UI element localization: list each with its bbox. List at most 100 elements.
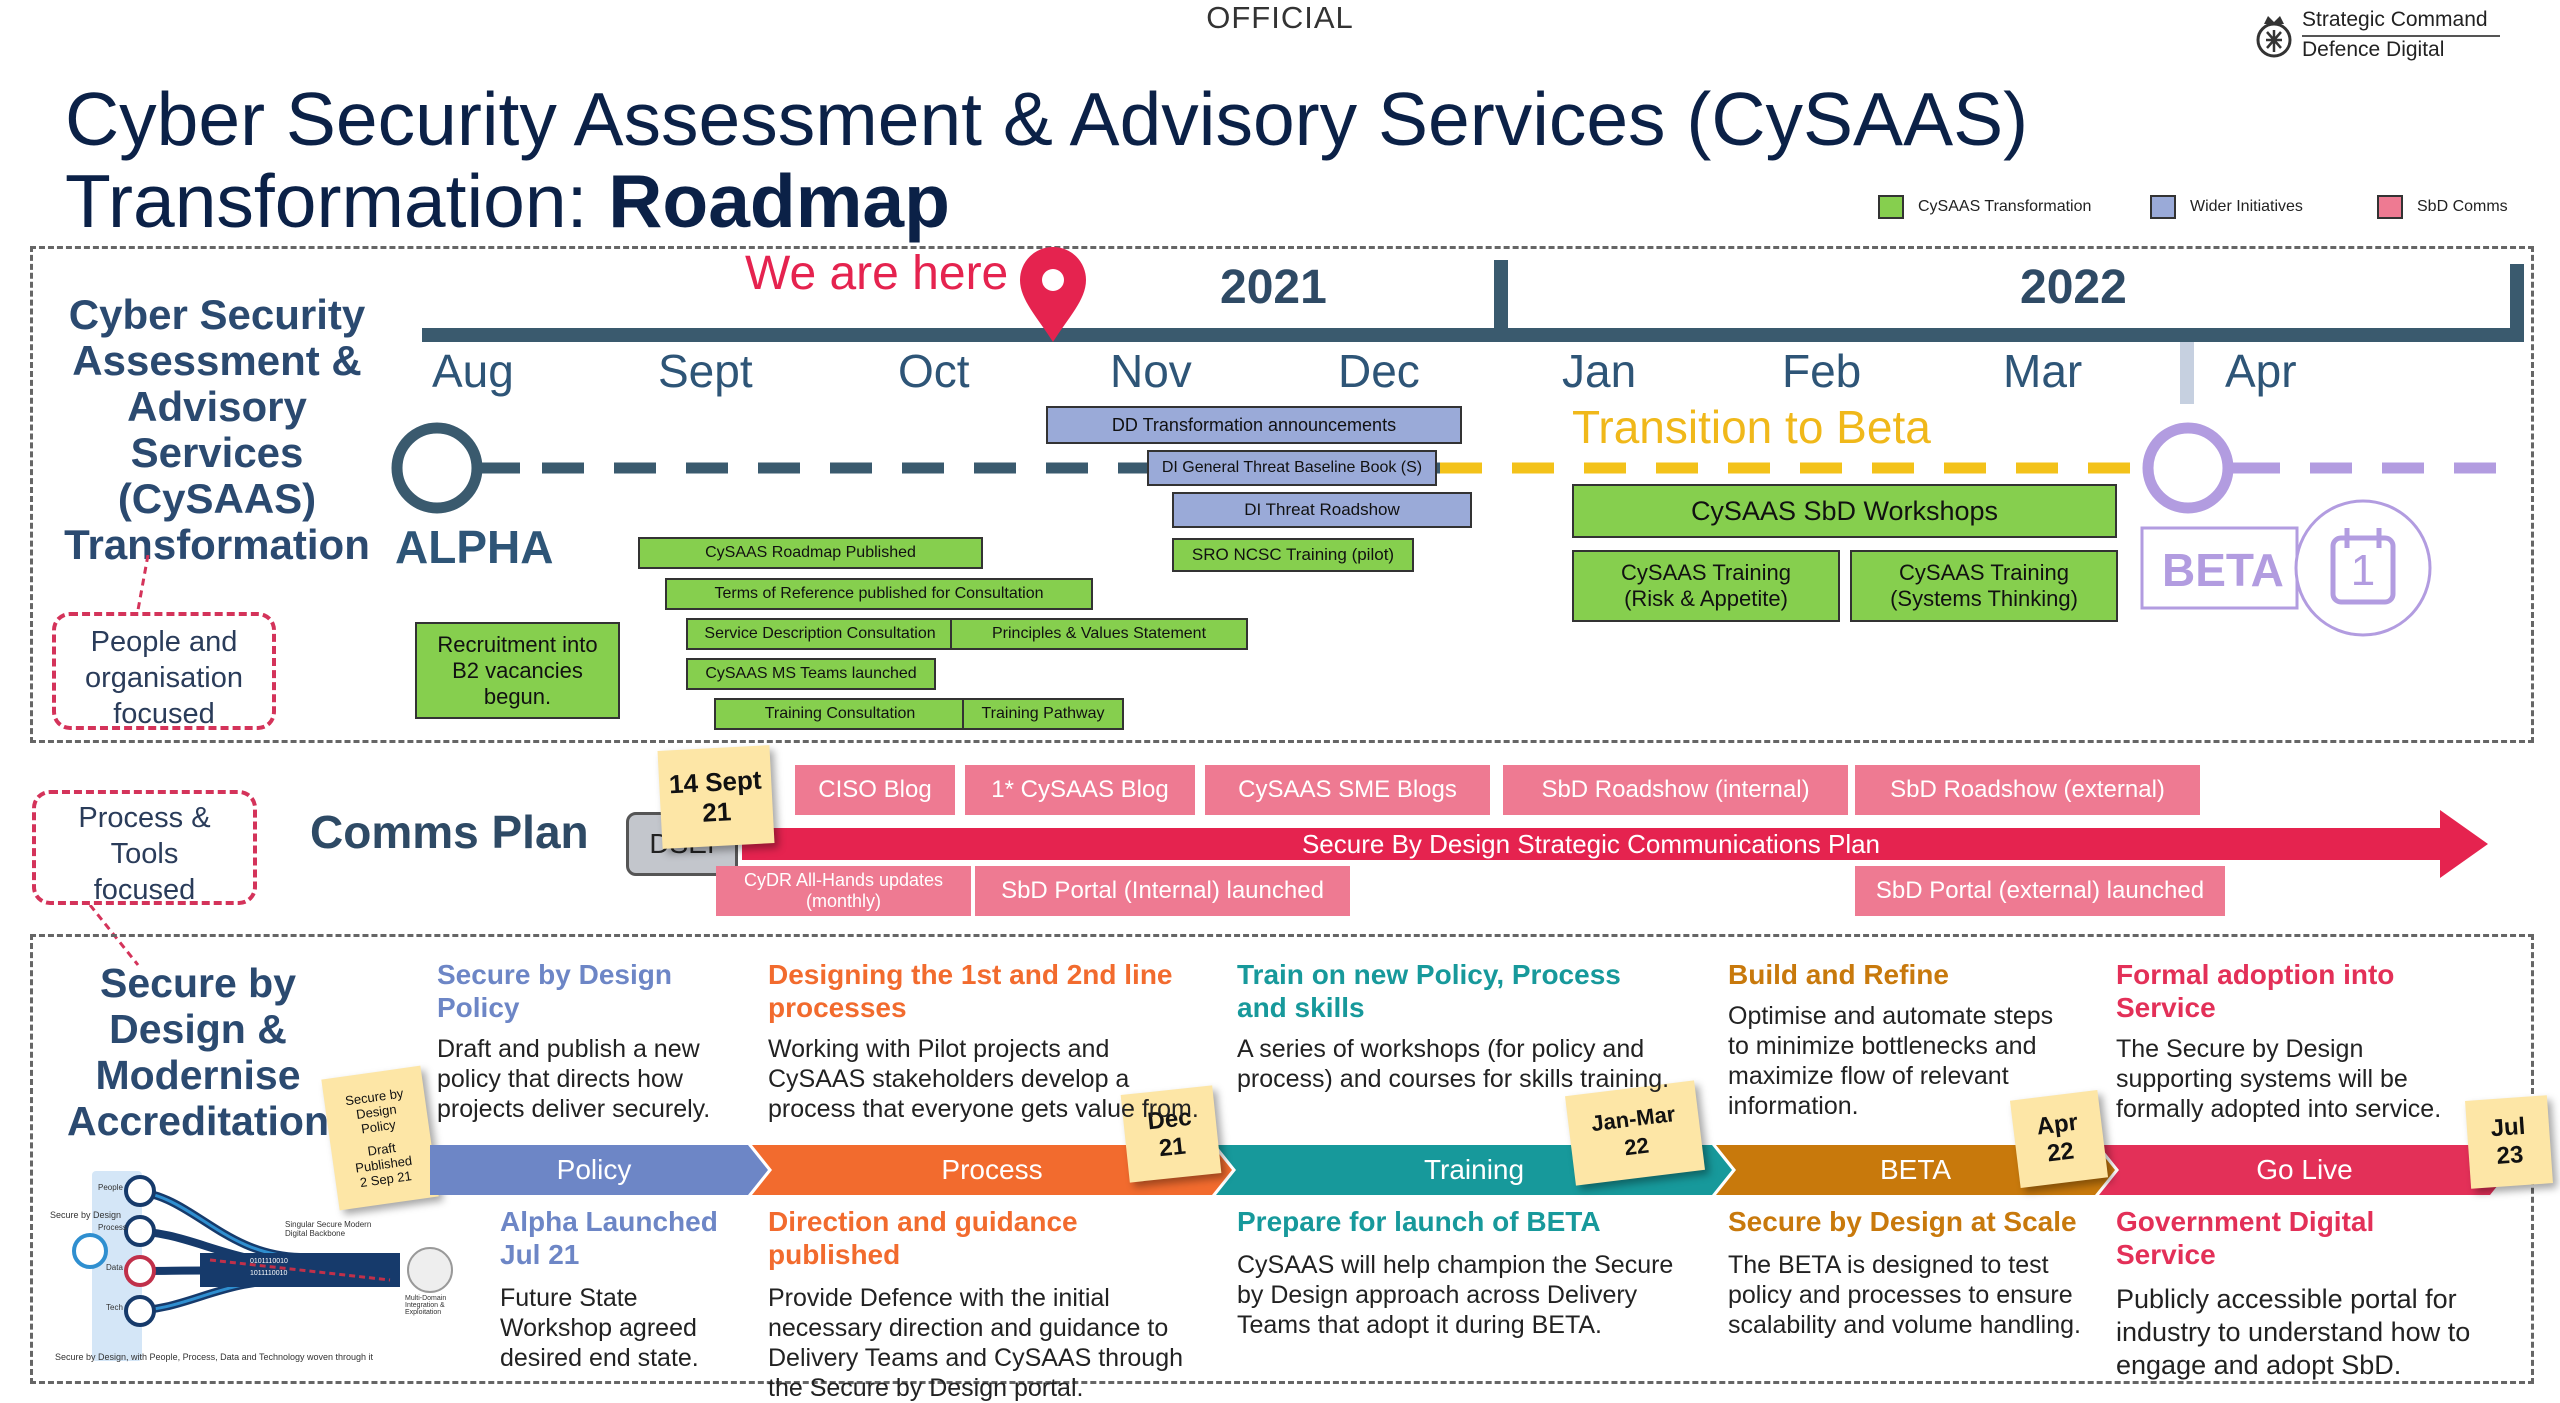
legend-item-cysaas: CySAAS Transformation bbox=[1878, 195, 2091, 219]
timeline-bar bbox=[422, 328, 2522, 342]
shield-node-icon bbox=[72, 1233, 108, 1269]
col-process-top: Designing the 1st and 2nd line processes… bbox=[768, 959, 1199, 1123]
sro-training-box: SRO NCSC Training (pilot) bbox=[1172, 538, 1414, 572]
transition-to-beta-label: Transition to Beta bbox=[1572, 401, 1931, 453]
sme-blogs-box: CySAAS SME Blogs bbox=[1205, 765, 1490, 815]
stage-training-label: Training bbox=[1423, 1154, 1525, 1185]
tor-box: Terms of Reference published for Consult… bbox=[665, 578, 1093, 610]
tech-node-icon bbox=[124, 1295, 156, 1327]
month-jan: Jan bbox=[1562, 345, 1637, 397]
roadshow-internal-box: SbD Roadshow (internal) bbox=[1503, 765, 1848, 815]
location-pin-icon bbox=[1020, 247, 1086, 342]
roadshow-external-box: SbD Roadshow (external) bbox=[1855, 765, 2200, 815]
data-node-icon bbox=[124, 1255, 156, 1287]
cysaas-blog-box: 1* CySAAS Blog bbox=[965, 765, 1195, 815]
training-risk-box: CySAAS Training(Risk & Appetite) bbox=[1572, 550, 1840, 622]
training-consultation-box: Training Consultation bbox=[714, 698, 966, 730]
org-line-1: Strategic Command bbox=[2302, 8, 2488, 31]
crest-icon bbox=[2256, 16, 2292, 58]
diagram-label-secure: Secure by Design bbox=[50, 1210, 122, 1220]
alpha-label: ALPHA bbox=[395, 521, 554, 573]
transformation-section bbox=[30, 246, 2534, 743]
stage-policy-label: Policy bbox=[556, 1154, 632, 1185]
people-node-icon bbox=[124, 1175, 156, 1207]
month-feb: Feb bbox=[1782, 345, 1862, 397]
network-icon bbox=[407, 1247, 453, 1293]
classification-label: OFFICIAL bbox=[1206, 0, 1354, 35]
timeline-svg bbox=[391, 247, 2525, 637]
diagram-label-process: Process bbox=[98, 1223, 127, 1232]
di-roadshow-box: DI Threat Roadshow bbox=[1172, 492, 1472, 528]
diagram-bits-2: 1011110010 bbox=[250, 1270, 288, 1277]
year-2022: 2022 bbox=[2020, 261, 2127, 314]
comms-arrow-svg bbox=[742, 810, 2488, 878]
training-systems-box: CySAAS Training(Systems Thinking) bbox=[1850, 550, 2118, 622]
stage-beta-arrow bbox=[1716, 1145, 2115, 1195]
comms-plan-heading: Comms Plan bbox=[310, 806, 589, 858]
col-training-top: Train on new Policy, Process and skills … bbox=[1237, 959, 1670, 1093]
calendar-digit: 1 bbox=[2350, 546, 2376, 595]
tag-connector bbox=[136, 555, 150, 611]
month-oct: Oct bbox=[898, 345, 970, 397]
ciso-blog-box: CISO Blog bbox=[795, 765, 955, 815]
stage-process-label: Process bbox=[941, 1154, 1043, 1185]
month-sept: Sept bbox=[658, 345, 753, 397]
we-are-here-label: We are here bbox=[745, 247, 1009, 300]
principles-box: Principles & Values Statement bbox=[950, 618, 1248, 650]
col-process-bottom: Direction and guidance published Provide… bbox=[768, 1206, 1184, 1402]
stage-policy-arrow bbox=[430, 1145, 768, 1195]
cydr-updates-box: CyDR All-Hands updates(monthly) bbox=[716, 866, 971, 916]
year-divider bbox=[1494, 260, 1508, 342]
month-nov: Nov bbox=[1110, 345, 1192, 397]
training-pathway-box: Training Pathway bbox=[962, 698, 1124, 730]
di-threat-book-box: DI General Threat Baseline Book (S) bbox=[1147, 450, 1437, 486]
comms-arrow-label: Secure By Design Strategic Communication… bbox=[1301, 829, 1881, 859]
legend-swatch bbox=[2150, 195, 2176, 219]
stage-beta-label: BETA bbox=[1879, 1154, 1952, 1185]
page-title: Cyber Security Assessment & Advisory Ser… bbox=[65, 78, 2028, 242]
col-policy-top: Secure by Design Policy Draft and publis… bbox=[437, 959, 711, 1123]
legend-swatch bbox=[2377, 195, 2403, 219]
month-aug: Aug bbox=[432, 345, 514, 397]
title-line-2: Transformation: Roadmap bbox=[65, 159, 950, 243]
beta-milestone-circle bbox=[2142, 422, 2234, 514]
col-training-bottom: Prepare for launch of BETA CySAAS will h… bbox=[1237, 1206, 1674, 1339]
stage-golive-arrow bbox=[2099, 1145, 2510, 1195]
col-beta-bottom: Secure by Design at Scale The BETA is de… bbox=[1728, 1206, 2081, 1339]
stage-golive-label: Go Live bbox=[2256, 1154, 2353, 1185]
diagram-bits-1: 0101110010 bbox=[250, 1258, 288, 1265]
teams-launched-box: CySAAS MS Teams launched bbox=[686, 658, 936, 690]
dd-transformation-box: DD Transformation announcements bbox=[1046, 406, 1462, 444]
org-line-2: Defence Digital bbox=[2302, 38, 2445, 61]
diagram-label-data: Data bbox=[106, 1263, 123, 1272]
sbd-workshops-box: CySAAS SbD Workshops bbox=[1572, 484, 2117, 538]
beta-label: BETA bbox=[2162, 544, 2284, 596]
title-line-1: Cyber Security Assessment & Advisory Ser… bbox=[65, 77, 2029, 161]
alpha-milestone-circle bbox=[391, 422, 483, 514]
diagram-label-backbone: Singular Secure Modern Digital Backbone bbox=[285, 1220, 372, 1238]
sbd-weave-diagram bbox=[72, 1171, 453, 1361]
legend-item-wider: Wider Initiatives bbox=[2150, 195, 2303, 219]
month-dec: Dec bbox=[1338, 345, 1420, 397]
year-end-tick bbox=[2510, 264, 2524, 342]
stage-process-arrow bbox=[752, 1145, 1232, 1195]
col-policy-bottom: Alpha Launched Jul 21 Future State Works… bbox=[500, 1206, 718, 1372]
col-golive-bottom: Government Digital Service Publicly acce… bbox=[2116, 1206, 2471, 1380]
diagram-label-people: People bbox=[98, 1183, 123, 1192]
comms-arrow bbox=[742, 810, 2488, 878]
calendar-icon bbox=[2330, 528, 2396, 605]
legend-item-sbd: SbD Comms bbox=[2377, 195, 2508, 219]
month-apr: Apr bbox=[2225, 345, 2297, 397]
service-description-box: Service Description Consultation bbox=[686, 618, 954, 650]
roadmap-published-box: CySAAS Roadmap Published bbox=[638, 537, 983, 569]
beta-badge-box bbox=[2140, 526, 2299, 610]
beta-badge-circle bbox=[2294, 499, 2432, 637]
